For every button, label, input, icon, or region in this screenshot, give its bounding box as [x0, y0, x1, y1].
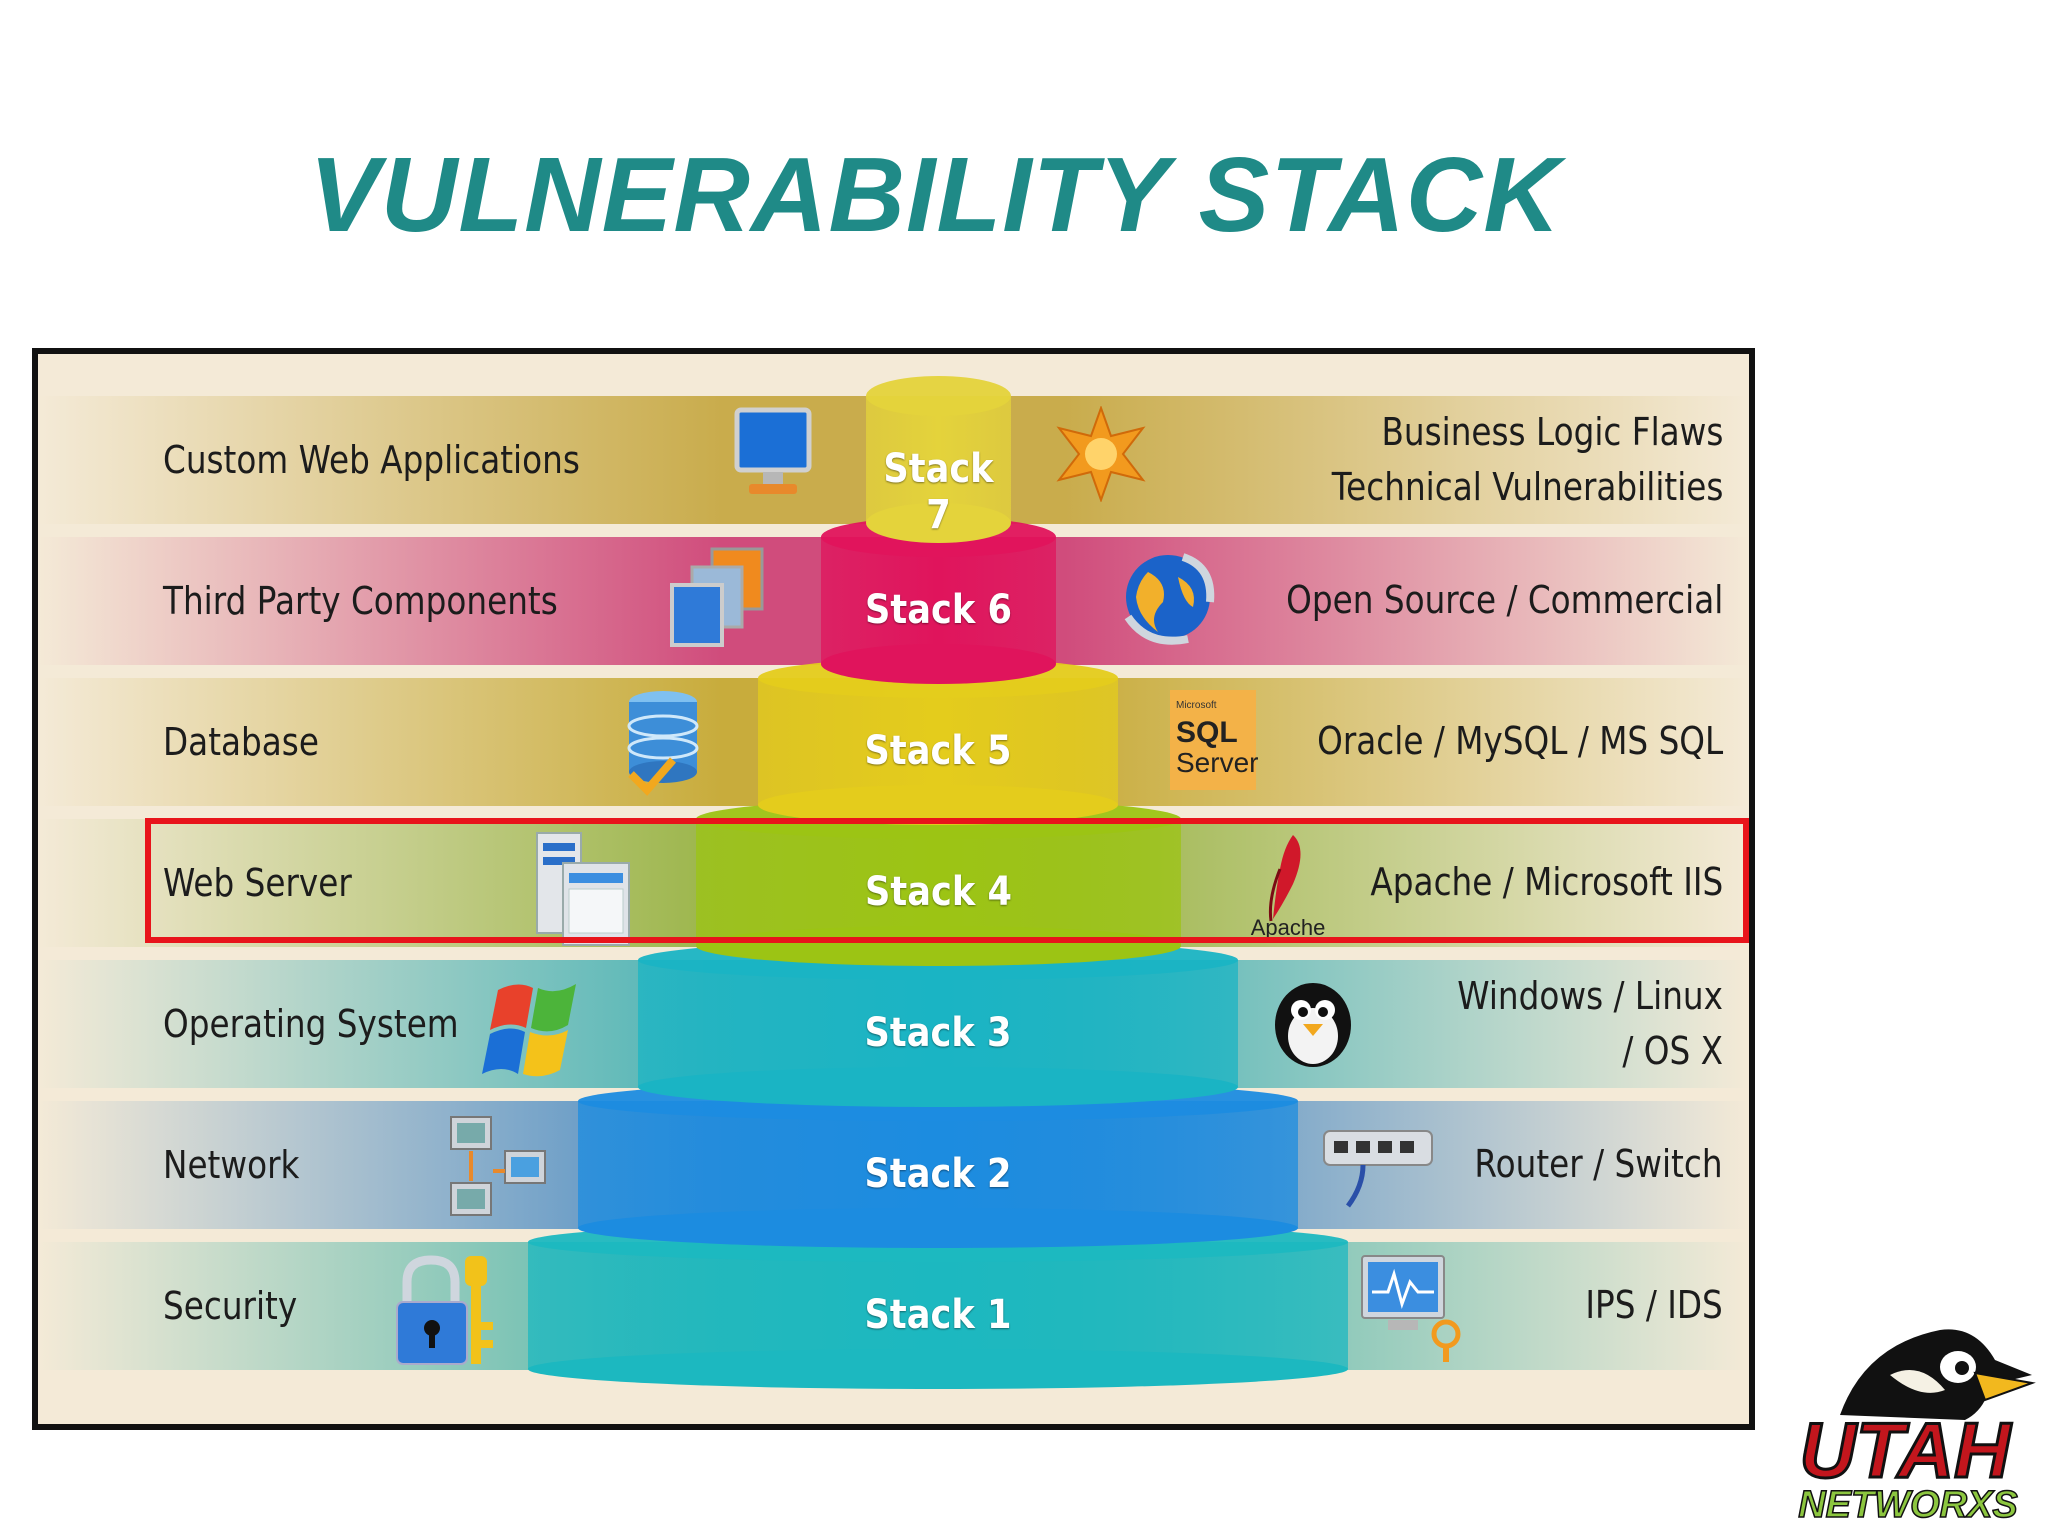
server-icon	[533, 829, 633, 954]
starburst-icon	[1053, 405, 1149, 507]
stack-tier: Stack 7	[865, 374, 1011, 545]
stack-tier: Stack 5	[758, 656, 1118, 827]
sql-server-sql-text: SQL	[1176, 716, 1238, 749]
globe-icon	[1118, 547, 1218, 652]
stack-left-label: Network	[163, 1143, 300, 1187]
stack-tier-label: Stack 2	[864, 1151, 1012, 1197]
utah-networxs-logo: UTAH NETWORXS	[1797, 1329, 2036, 1527]
vulnerability-stack-diagram: Custom Web Applications Business Logic Fl…	[32, 348, 1755, 1430]
slide-title: VULNERABILITY STACK	[309, 136, 1561, 254]
stack-right-label-line: Open Source / Commercial	[1285, 578, 1723, 623]
stack-right-label-line: IPS / IDS	[1585, 1283, 1723, 1328]
stack-right-label: Windows / Linux / OS X	[1457, 960, 1723, 1088]
stack-tier: Stack 3	[638, 938, 1238, 1109]
stack-left-label: Database	[163, 720, 319, 764]
web-server-highlight-box	[145, 818, 1749, 943]
stack-right-label: Open Source / Commercial	[1286, 537, 1723, 665]
apache-label-text: Apache	[1251, 915, 1326, 939]
stack-tier-label: Stack 4	[864, 869, 1012, 915]
padlock-key-icon	[393, 1252, 503, 1377]
stack-tier-label: Stack 5	[864, 728, 1012, 774]
stack-tier: Stack 1	[528, 1220, 1348, 1391]
stack-left-label: Custom Web Applications	[163, 438, 580, 482]
sql-server-server-text: Server	[1176, 747, 1258, 778]
router-icon	[1318, 1111, 1438, 1216]
stack-tier-label: Stack 3	[864, 1010, 1012, 1056]
stack-right-label: Apache / Microsoft IIS	[1370, 819, 1723, 947]
apache-feather-icon: Apache	[1238, 829, 1338, 944]
network-computers-icon	[443, 1111, 553, 1236]
stack-right-label-line: Router / Switch	[1474, 1142, 1723, 1187]
sql-server-icon: Microsoft SQL Server	[1168, 688, 1258, 797]
stack-right-label: IPS / IDS	[1586, 1242, 1723, 1370]
stack-right-label-line: Apache / Microsoft IIS	[1370, 860, 1723, 905]
stack-left-label: Security	[163, 1284, 298, 1328]
stack-left-label: Operating System	[163, 1002, 459, 1046]
stack-tier-label: Stack 6	[864, 587, 1012, 633]
monitor-icon	[733, 406, 813, 511]
stack-right-label-line: Business Logic Flaws	[1381, 409, 1723, 454]
stack-right-label-line: Technical Vulnerabilities	[1331, 465, 1723, 509]
stack-tier-label: Stack 7	[882, 446, 994, 538]
stack-right-label: Router / Switch	[1475, 1101, 1723, 1229]
stacked-windows-icon	[668, 547, 768, 652]
stack-right-label-line: Oracle / MySQL / MS SQL	[1316, 719, 1723, 764]
stack-right-label: Oracle / MySQL / MS SQL	[1317, 678, 1723, 806]
stack-right-label-line: Windows / Linux	[1457, 973, 1723, 1018]
penguin-icon	[1268, 970, 1358, 1075]
logo-networxs-text: NETWORXS	[1798, 1484, 2018, 1526]
database-icon	[623, 688, 703, 803]
sql-server-microsoft-text: Microsoft	[1176, 700, 1217, 711]
stack-left-label: Third Party Components	[163, 579, 558, 623]
stack-left-label: Web Server	[163, 861, 352, 905]
stack-right-label-line: / OS X	[1622, 1029, 1723, 1073]
monitor-magnifier-icon	[1358, 1252, 1468, 1367]
stack-tier: Stack 6	[820, 515, 1056, 686]
stack-tier-label: Stack 1	[864, 1292, 1012, 1338]
windows-logo-icon	[478, 970, 588, 1095]
logo-utah-text: UTAH	[1800, 1406, 2013, 1494]
